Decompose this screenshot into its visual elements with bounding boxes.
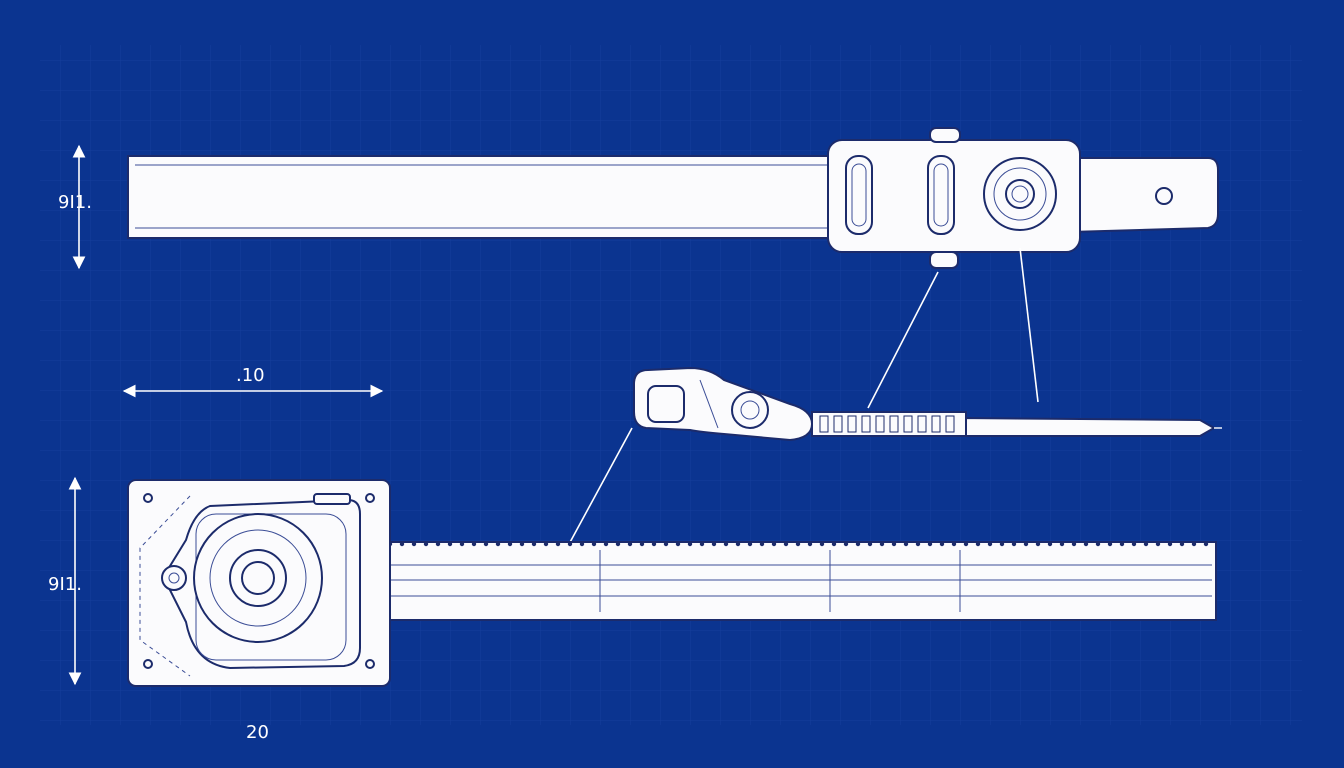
buckle-slot-2: [927, 155, 955, 235]
tie-tail: [959, 416, 1217, 437]
top-strap-end-tab: [1069, 157, 1219, 234]
housing-eyelet: [161, 565, 187, 591]
plate-screw-3: [143, 659, 153, 669]
tie-head-loop: [647, 385, 685, 423]
bottom-strap-band: [359, 541, 1217, 621]
top-height-label: 9I1.: [58, 192, 92, 213]
leader-line-1: [867, 271, 939, 409]
buckle-ratchet-hub: [1005, 179, 1035, 209]
top-buckle-pin-bottom: [929, 251, 959, 269]
bottom-strap-assembly: 9I1. 20: [48, 476, 1217, 743]
horizontal-label: .10: [236, 365, 265, 386]
plate-screw-2: [365, 493, 375, 503]
plate-screw-1: [143, 493, 153, 503]
middle-ratchet-tie: [633, 366, 1222, 442]
bottom-height-label: 9I1.: [48, 574, 82, 595]
bottom-width-label: 20: [246, 722, 269, 743]
horizontal-dimension: .10: [122, 365, 384, 398]
top-strap-band: [127, 155, 839, 239]
leader-line-3: [567, 427, 633, 547]
top-buckle-pin-top: [929, 127, 961, 143]
plate-screw-4: [365, 659, 375, 669]
tie-head-boss: [731, 391, 769, 429]
bottom-strap-bottom-perforations: [364, 611, 1212, 619]
leader-line-2: [1019, 247, 1039, 403]
buckle-slot-1: [845, 155, 873, 235]
top-strap-hole: [1155, 187, 1173, 205]
top-strap-assembly: 9I1.: [58, 127, 1219, 270]
bottom-strap-top-perforations: [364, 543, 1212, 551]
housing-spool-hub: [241, 561, 275, 595]
